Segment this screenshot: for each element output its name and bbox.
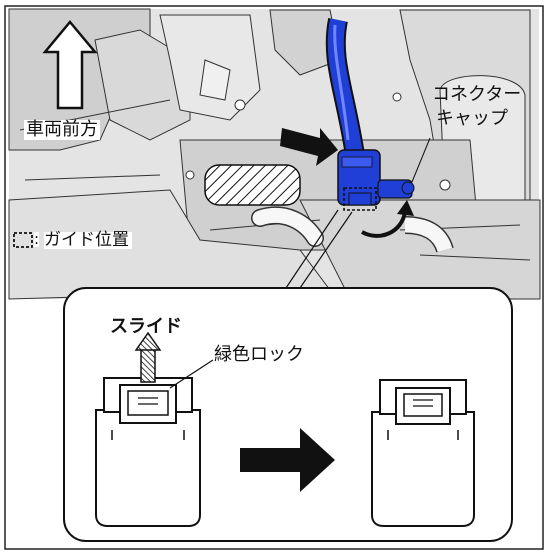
blue-connector (325, 18, 415, 211)
up-arrow-outline-icon (42, 20, 98, 110)
pointing-arrow-icon (280, 128, 338, 166)
connector-cap-label-line2: キャップ (436, 108, 508, 129)
rotate-arrow-icon (361, 211, 407, 238)
green-lock-leader (169, 359, 214, 389)
guide-legend-separator: : (34, 230, 40, 248)
striped-up-arrow-icon (134, 331, 162, 351)
connector-before (95, 331, 201, 527)
right-arrow-icon (240, 428, 335, 492)
green-lock-label: 緑色ロック (214, 344, 304, 365)
connector-cap-leader (411, 137, 431, 183)
connector-after (371, 379, 475, 527)
engine-bay-background (8, 8, 541, 300)
guide-position-label: ガイド位置 (44, 232, 132, 249)
dashed-box-icon (13, 232, 33, 248)
slide-label: スライド (110, 316, 182, 337)
vehicle-front-label: 車両前方 (24, 119, 100, 140)
hatched-area (204, 164, 301, 206)
connector-cap-label-line1: コネクター (432, 84, 522, 105)
